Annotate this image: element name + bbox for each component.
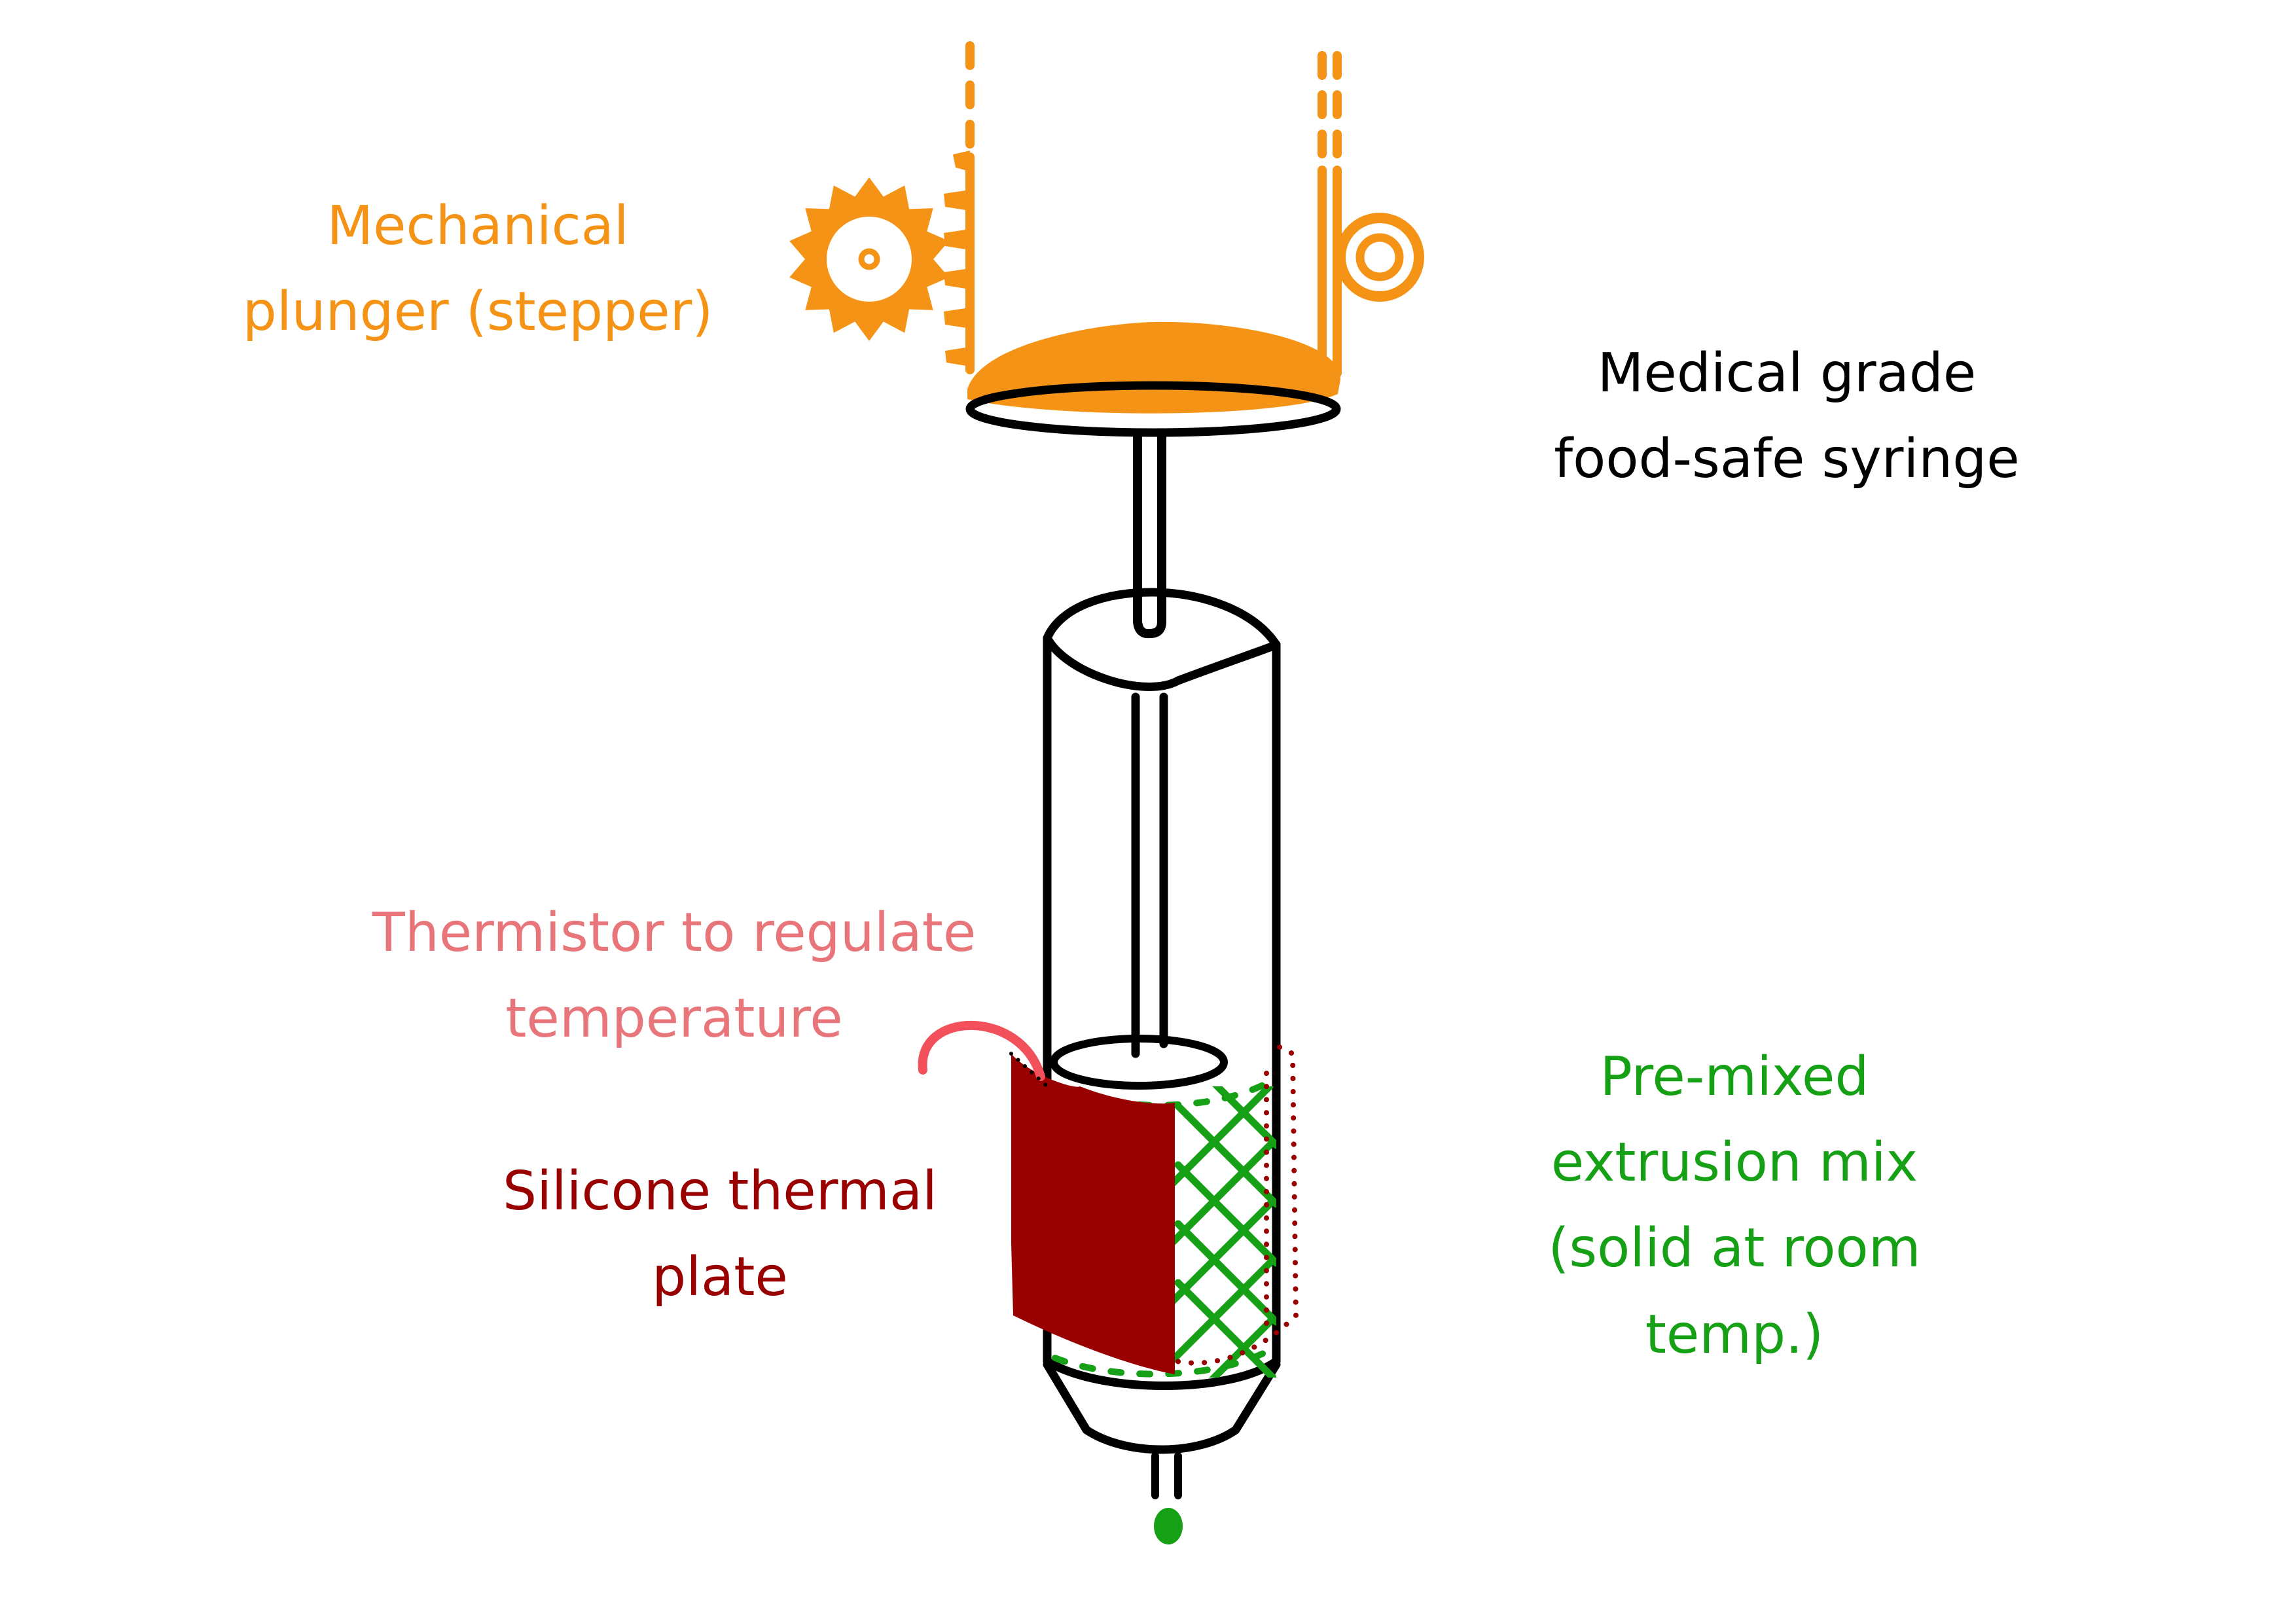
mix-label-line2: extrusion mix	[1551, 1132, 1918, 1194]
thermistor-label: Thermistor to regulate temperature	[340, 890, 1008, 1061]
extrusion-mix-label: Pre-mixed extrusion mix (solid at room t…	[1492, 1034, 1977, 1378]
plunger-assembly	[789, 41, 1424, 437]
syringe-label: Medical grade food-safe syringe	[1499, 330, 2075, 502]
extruded-droplet	[1154, 1508, 1183, 1544]
plunger-head-rim	[965, 381, 1341, 437]
syringe-label-line2: food-safe syringe	[1554, 428, 2020, 491]
pulley-icon	[1335, 213, 1424, 302]
plunger-disc	[967, 321, 1341, 414]
thermal-boundary	[1162, 1044, 1299, 1366]
rack-teeth	[944, 151, 970, 366]
thermistor-label-line1: Thermistor to regulate	[372, 902, 977, 964]
thermal-plate-label-line2: plate	[652, 1246, 788, 1309]
extrusion-mix-pattern	[1175, 1086, 1276, 1378]
syringe-label-line1: Medical grade	[1597, 342, 1977, 404]
plunger-label-line1: Mechanical	[327, 195, 629, 257]
mix-label-line3: (solid at room	[1548, 1217, 1921, 1280]
thermistor-label-line2: temperature	[505, 988, 843, 1050]
thermistor-wire	[918, 1020, 1045, 1081]
silicone-thermal-plate	[1011, 1054, 1175, 1374]
plunger-guide-rods	[965, 41, 1342, 168]
plunger-label-line2: plunger (stepper)	[242, 281, 713, 344]
thermal-plate-label: Silicone thermal plate	[458, 1149, 982, 1320]
gear-icon	[789, 177, 949, 341]
mix-label-line1: Pre-mixed	[1600, 1046, 1869, 1108]
plunger-label: Mechanical plunger (stepper)	[209, 183, 746, 355]
mix-label-line4: temp.)	[1645, 1303, 1824, 1366]
thermal-plate-label-line1: Silicone thermal	[503, 1160, 937, 1222]
